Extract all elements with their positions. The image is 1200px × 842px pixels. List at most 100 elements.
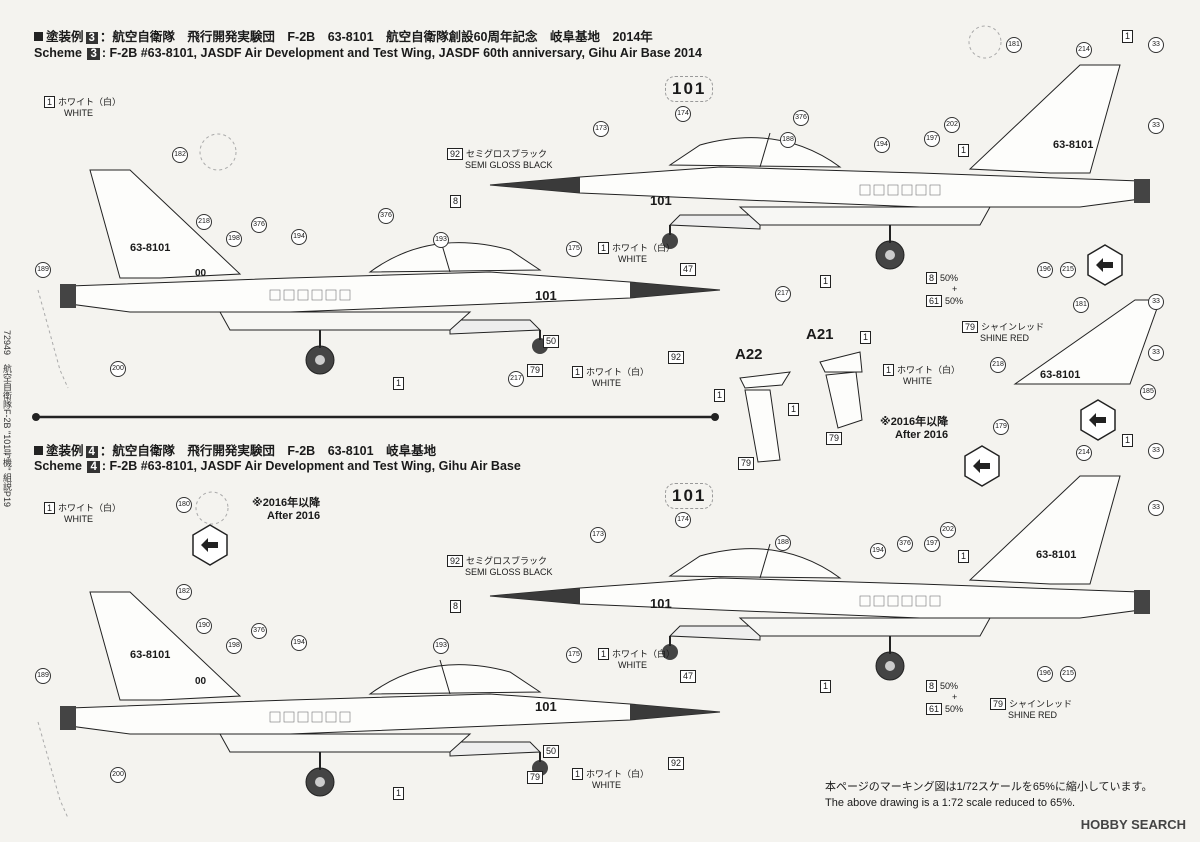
decal-number: 194 — [870, 543, 886, 559]
code-tag: 1 — [393, 377, 405, 390]
decal-number: 189 — [35, 262, 51, 278]
code-tag: 79 — [826, 432, 843, 445]
decal-number: 179 — [993, 419, 1009, 435]
decal-number: 189 — [35, 668, 51, 684]
decal-number: 376 — [378, 208, 394, 224]
decal-number: 33 — [1148, 345, 1164, 361]
aircraft-left-scheme4 — [59, 591, 721, 797]
code-tag: 1 — [820, 275, 832, 288]
code-tag: 1 — [1122, 30, 1134, 43]
code-tag: 50 — [543, 335, 560, 348]
decal-number: 376 — [793, 110, 809, 126]
scheme3-title-en: Scheme 3: F-2B #63-8101, JASDF Air Devel… — [34, 46, 702, 60]
decal-number: 376 — [251, 623, 267, 639]
decal-number: 174 — [675, 106, 691, 122]
scheme-number-badge: 3 — [87, 48, 100, 60]
code-tag: 1 — [958, 550, 970, 563]
decal-number: 217 — [775, 286, 791, 302]
part-a22-label: A22 — [735, 346, 763, 363]
decal-number: 33 — [1148, 37, 1164, 53]
code-tag: 1 — [714, 389, 726, 402]
decal-number: 182 — [176, 584, 192, 600]
aircraft-left-scheme3 — [59, 169, 721, 375]
nose-serial: 101 — [650, 193, 672, 208]
decal-number: 196 — [1037, 262, 1053, 278]
code-tag: 1 — [860, 331, 872, 344]
decal-number: 175 — [566, 647, 582, 663]
fuselage-code: 00 — [195, 268, 207, 279]
decal-number: 173 — [593, 121, 609, 137]
code-tag: 92 — [668, 351, 685, 364]
decal-number: 202 — [940, 522, 956, 538]
decal-number: 33 — [1148, 500, 1164, 516]
code-tag: 8 — [450, 600, 462, 613]
decal-number: 197 — [924, 536, 940, 552]
code-tag: 1 — [820, 680, 832, 693]
code-tag: 79 — [527, 771, 544, 784]
decal-number: 185 — [1140, 384, 1156, 400]
decal-number: 194 — [291, 635, 307, 651]
code-tag: 92 — [668, 757, 685, 770]
code-tag: 8 — [450, 195, 462, 208]
decal-number: 190 — [196, 618, 212, 634]
scheme4-title-en: Scheme 4: F-2B #63-8101, JASDF Air Devel… — [34, 459, 521, 473]
decal-number: 194 — [874, 137, 890, 153]
tail-number: 63-8101 — [1036, 549, 1077, 561]
decal-number: 202 — [944, 117, 960, 133]
decal-number: 193 — [433, 638, 449, 654]
tail-number: 63-8101 — [1040, 369, 1081, 381]
tail-number: 63-8101 — [1053, 139, 1094, 151]
decal-number: 180 — [176, 497, 192, 513]
decal-number: 218 — [196, 214, 212, 230]
part-a22-shape — [739, 371, 791, 463]
aircraft-right-scheme4 — [490, 476, 1150, 680]
decal-number: 197 — [924, 131, 940, 147]
decal-number: 218 — [990, 357, 1006, 373]
code-tag: 1 — [788, 403, 800, 416]
decal-number: 200 — [110, 361, 126, 377]
code-tag: 79 — [527, 364, 544, 377]
decal-number: 194 — [291, 229, 307, 245]
direction-hex-icon — [964, 445, 1000, 487]
code-tag: 1 — [393, 787, 405, 800]
code-tag: 50 — [543, 745, 560, 758]
decal-number: 214 — [1076, 445, 1092, 461]
serial-decal: 101 — [665, 76, 714, 102]
decal-number: 376 — [897, 536, 913, 552]
decal-number: 174 — [675, 512, 691, 528]
nose-serial: 101 — [535, 699, 557, 714]
nose-serial: 101 — [650, 596, 672, 611]
bullet-square-icon — [34, 446, 43, 455]
watermark-logo: HOBBY SEARCH — [1080, 817, 1186, 832]
part-a21-shape — [819, 351, 863, 429]
direction-hex-icon — [1080, 399, 1116, 441]
decal-number: 193 — [433, 232, 449, 248]
decal-number: 215 — [1060, 666, 1076, 682]
decal-number: 33 — [1148, 443, 1164, 459]
code-tag: 79 — [738, 457, 755, 470]
decal-number: 215 — [1060, 262, 1076, 278]
tail-number: 63-8101 — [130, 649, 171, 661]
decal-number: 196 — [1037, 666, 1053, 682]
direction-hex-icon — [1087, 244, 1123, 286]
decal-number: 376 — [251, 217, 267, 233]
decal-number: 182 — [172, 147, 188, 163]
part-a21-label: A21 — [806, 326, 834, 343]
scheme-number-badge: 3 — [85, 32, 98, 44]
decal-number: 33 — [1148, 294, 1164, 310]
decal-number: 181 — [1073, 297, 1089, 313]
decal-outline — [37, 289, 69, 389]
